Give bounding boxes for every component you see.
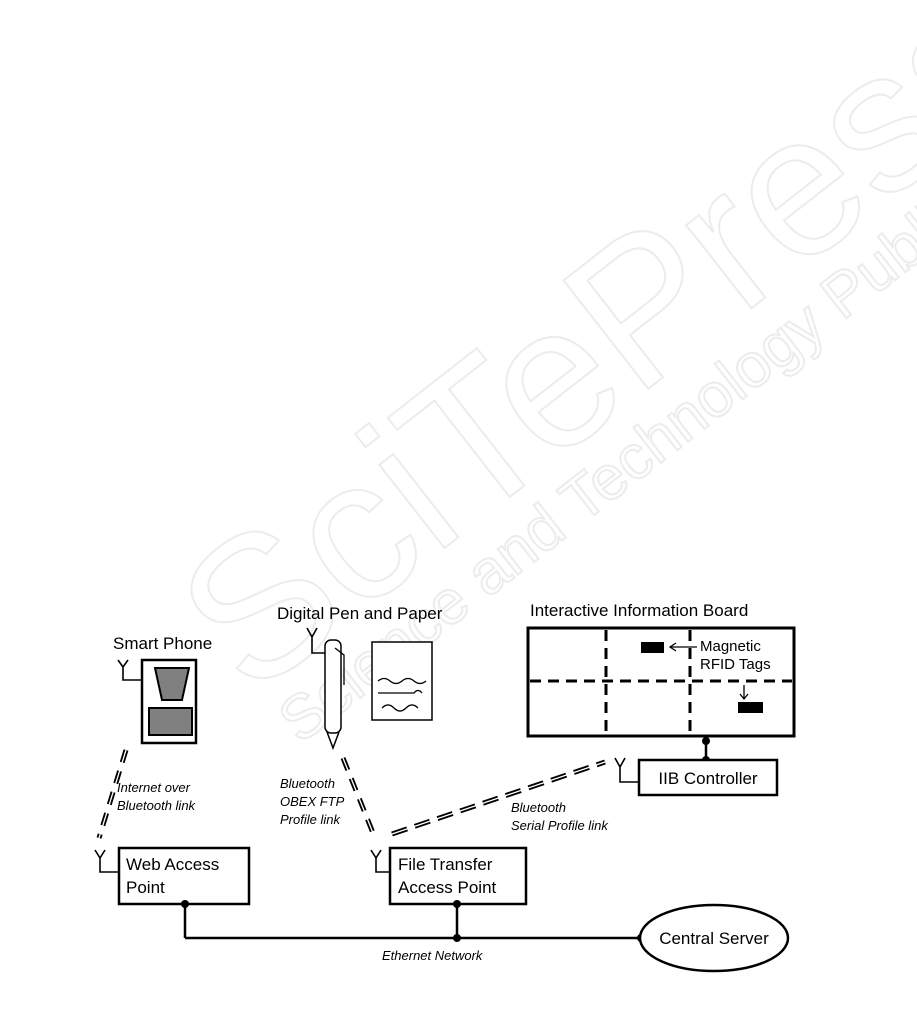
serial-link-label-1: Bluetooth <box>511 800 566 815</box>
iib-controller-label: IIB Controller <box>658 769 758 788</box>
central-server-ellipse <box>638 903 790 973</box>
ft-ap-label-2: Access Point <box>398 878 497 897</box>
digital-pen: Digital Pen and Paper <box>277 604 443 751</box>
antenna-icon <box>306 627 326 654</box>
web-access-point-box <box>117 846 251 906</box>
ethernet-network: Ethernet Network <box>181 900 645 963</box>
obex-link-label-3: Profile link <box>280 812 341 827</box>
magnetic-tags-label-1: Magnetic <box>700 638 761 655</box>
ethernet-label: Ethernet Network <box>382 948 484 963</box>
phone-keypad-icon <box>148 707 193 736</box>
pen-icon <box>324 639 342 734</box>
wireless-links <box>96 749 606 839</box>
web-ap-label-2: Point <box>126 878 165 897</box>
file-transfer-access-point: File Transfer Access Point <box>370 846 528 906</box>
phone-screen-icon <box>153 667 191 701</box>
digital-pen-label: Digital Pen and Paper <box>277 604 443 623</box>
antenna-icon <box>370 849 389 873</box>
ft-ap-label-1: File Transfer <box>398 855 493 874</box>
iib-controller-box <box>637 758 779 797</box>
smart-phone: Smart Phone <box>113 634 212 745</box>
file-transfer-ap-box <box>388 846 528 906</box>
rfid-tag-icon <box>738 702 763 713</box>
serial-link-label-2: Serial Profile link <box>511 818 609 833</box>
arrow-down-icon <box>739 685 749 701</box>
antenna-icon <box>94 849 118 873</box>
interactive-information-board: Interactive Information Board Magnetic R… <box>526 601 796 738</box>
iib-controller: IIB Controller <box>614 737 779 797</box>
web-ap-label-1: Web Access <box>126 855 219 874</box>
rfid-tag-icon <box>641 642 664 653</box>
internet-link-label-1: Internet over <box>117 780 191 795</box>
central-server-label: Central Server <box>659 929 769 948</box>
web-access-point: Web Access Point <box>94 846 251 906</box>
antenna-icon <box>614 757 639 783</box>
central-server: Central Server <box>638 903 790 973</box>
internet-link-label-2: Bluetooth link <box>117 798 197 813</box>
magnetic-tags-label-2: RFID Tags <box>700 656 771 673</box>
arrow-left-icon <box>668 642 697 652</box>
iib-label: Interactive Information Board <box>530 601 748 620</box>
smart-phone-label: Smart Phone <box>113 634 212 653</box>
obex-link-label-1: Bluetooth <box>280 776 335 791</box>
antenna-icon <box>117 659 141 681</box>
obex-link-label-2: OBEX FTP <box>280 794 345 809</box>
